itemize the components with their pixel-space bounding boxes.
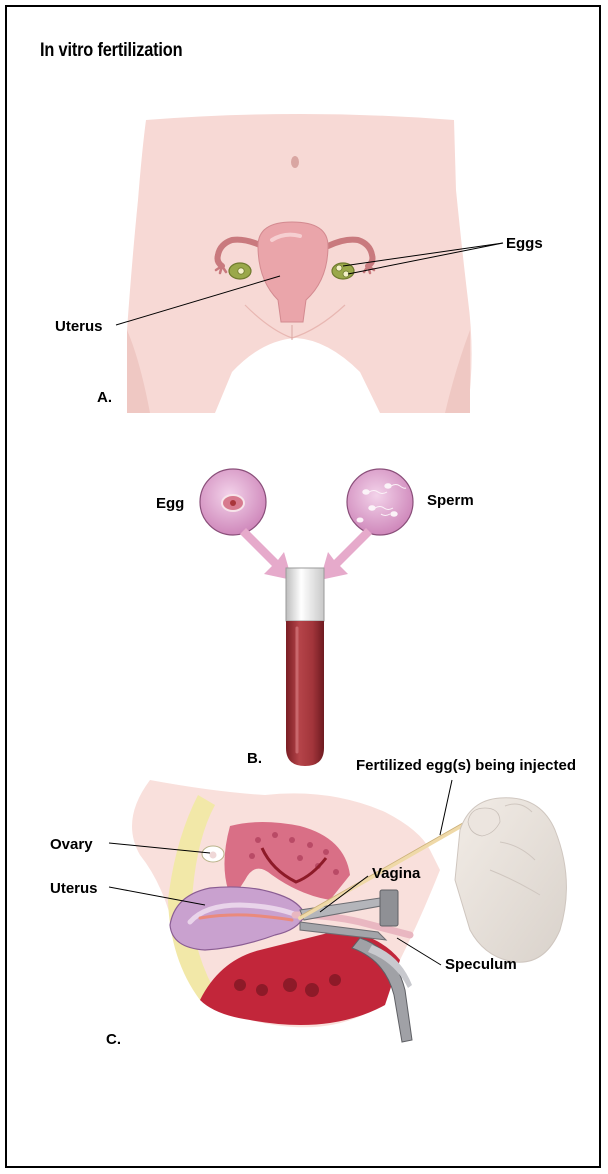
panel-letter-b: B.: [247, 750, 262, 767]
label-ovary: Ovary: [50, 836, 93, 853]
label-vagina: Vagina: [372, 865, 421, 882]
injection-leader: [440, 780, 452, 835]
egg-right-1: [336, 265, 342, 271]
egg-left: [238, 268, 244, 274]
egg-nucleus: [230, 500, 236, 506]
label-sperm: Sperm: [427, 492, 474, 509]
sperm-lens: [347, 469, 413, 535]
label-uterus-c: Uterus: [50, 880, 98, 897]
sperm-arrow: [320, 528, 372, 580]
panel-b: Egg Sperm B.: [156, 469, 474, 767]
panel-letter-c: C.: [106, 1031, 121, 1048]
panel-letter-a: A.: [97, 389, 112, 406]
panel-a: Uterus Eggs A.: [55, 114, 543, 413]
label-speculum: Speculum: [445, 956, 517, 973]
gloved-hand: [455, 798, 566, 962]
tube-cap: [286, 568, 324, 621]
label-eggs: Eggs: [506, 235, 543, 252]
ovary-right: [332, 263, 354, 279]
ovary-c-follicle: [210, 852, 217, 859]
label-uterus-a: Uterus: [55, 318, 103, 335]
egg-arrow: [240, 528, 292, 580]
tube-blood: [286, 621, 324, 766]
panel-c: Fertilized egg(s) being injected Ovary U…: [50, 757, 576, 1048]
label-egg: Egg: [156, 495, 184, 512]
navel: [291, 156, 299, 168]
label-injection: Fertilized egg(s) being injected: [356, 757, 576, 774]
